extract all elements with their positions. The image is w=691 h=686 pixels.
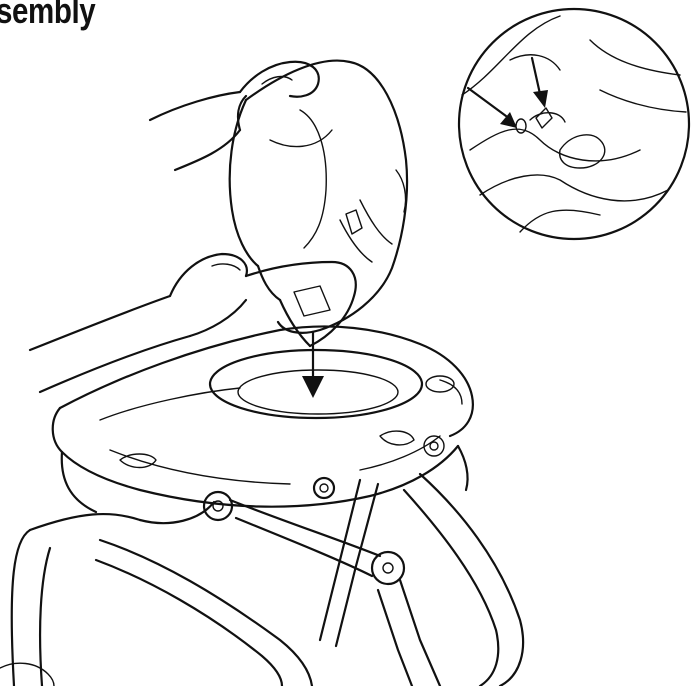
upper-arm-hand (150, 62, 319, 170)
seat-pad (230, 61, 407, 346)
detail-inset (459, 9, 689, 239)
base-tray (53, 326, 473, 512)
detail-arrow-icon (468, 88, 517, 128)
detail-arrow-icon (532, 58, 548, 108)
